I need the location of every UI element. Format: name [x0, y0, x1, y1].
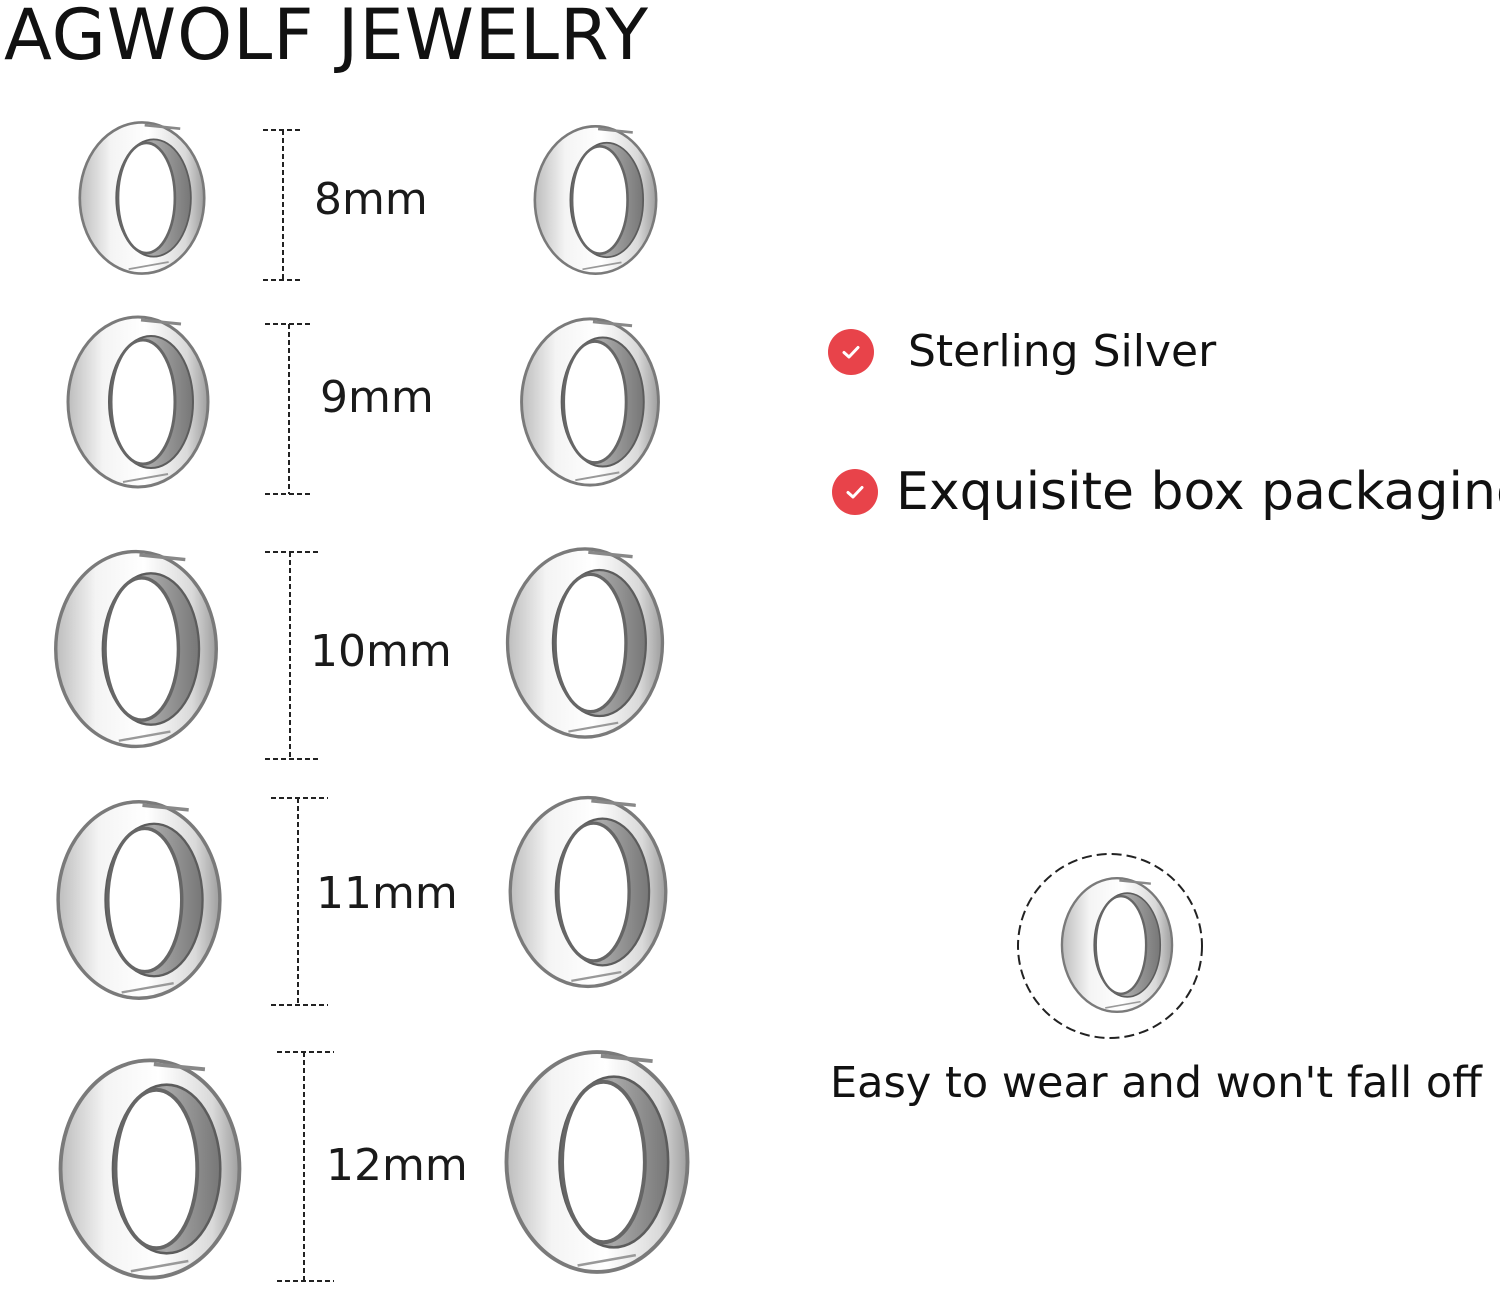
hoop-left-icon — [44, 796, 234, 1004]
size-label: 10mm — [310, 626, 452, 677]
measure-bracket — [271, 797, 328, 1006]
feature-box-packaging: Exquisite box packaging — [832, 462, 1500, 522]
hoop-right-icon — [516, 314, 664, 490]
hoop-right-icon — [528, 122, 663, 278]
size-row-11mm: 11mm — [0, 790, 760, 1012]
hoop-right-icon — [496, 792, 680, 992]
size-row-10mm: 10mm — [0, 542, 760, 764]
feature-label: Sterling Silver — [908, 326, 1217, 377]
size-row-9mm: 9mm — [0, 312, 760, 497]
size-row-8mm: 8mm — [0, 118, 760, 283]
measure-bracket — [265, 551, 320, 760]
size-label: 11mm — [316, 868, 458, 919]
hoop-left-icon — [50, 1054, 250, 1284]
size-label: 12mm — [326, 1140, 468, 1191]
hoop-left-icon — [72, 118, 212, 278]
size-label: 8mm — [314, 174, 428, 225]
feature-sterling-silver: Sterling Silver — [828, 326, 1216, 377]
check-icon — [832, 469, 878, 515]
size-row-12mm: 12mm — [0, 1044, 760, 1289]
check-icon — [828, 328, 874, 375]
measure-bracket — [263, 129, 303, 281]
hoop-right-icon — [502, 542, 668, 744]
caption-text: Easy to wear and won't fall off — [830, 1058, 1482, 1108]
hoop-left-icon — [62, 312, 214, 492]
measure-bracket — [277, 1051, 334, 1282]
hoop-left-icon — [50, 544, 222, 754]
hoop-right-icon — [500, 1044, 694, 1280]
brand-title: AGWOLF JEWELRY — [4, 0, 649, 76]
closure-detail-icon — [1017, 853, 1203, 1039]
measure-bracket — [265, 323, 310, 495]
feature-label: Exquisite box packaging — [896, 462, 1500, 522]
size-label: 9mm — [320, 372, 434, 423]
